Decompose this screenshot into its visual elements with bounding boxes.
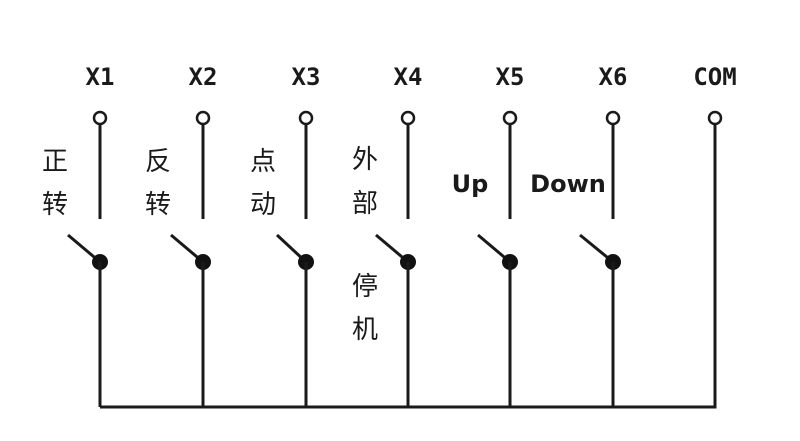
terminal-label-x3: X3	[292, 63, 321, 91]
x4-function-label-line1: 外	[352, 145, 378, 175]
terminal-x3-icon	[298, 110, 314, 126]
x5-function-label: Up	[452, 170, 489, 198]
terminal-label-x2: X2	[189, 63, 218, 91]
x1-function-label-line1: 正	[42, 147, 68, 177]
terminal-label-x1: X1	[86, 63, 115, 91]
x3-function-label-line1: 点	[250, 147, 276, 177]
terminal-x1-group: X1 正 转	[42, 63, 114, 407]
terminal-x5-icon	[502, 110, 518, 126]
terminal-x2-group: X2 反 转	[145, 63, 217, 407]
terminal-x1-icon	[92, 110, 108, 126]
terminal-x3-group: X3 点 动	[250, 63, 320, 407]
terminal-label-x5: X5	[496, 63, 525, 91]
terminal-com-icon	[707, 110, 723, 126]
terminal-com-group: COM	[693, 63, 737, 126]
x1-function-label-line2: 转	[42, 190, 68, 220]
x2-function-label-line2: 转	[145, 190, 171, 220]
x4-function-label-below-line2: 机	[352, 315, 378, 345]
terminal-label-x6: X6	[599, 63, 628, 91]
x3-function-label-line2: 动	[250, 190, 276, 220]
terminal-x5-group: X5 Up	[452, 63, 525, 407]
terminal-x6-group: X6 Down	[530, 63, 627, 407]
terminal-x6-icon	[605, 110, 621, 126]
x6-function-label: Down	[530, 170, 606, 198]
terminal-x4-icon	[400, 110, 416, 126]
x4-function-label-below-line1: 停	[352, 272, 378, 302]
terminal-label-com: COM	[693, 63, 736, 91]
x4-function-label-line2: 部	[352, 189, 378, 219]
terminal-x2-icon	[195, 110, 211, 126]
x2-function-label-line1: 反	[145, 147, 171, 177]
terminal-label-x4: X4	[394, 63, 423, 91]
terminal-x4-group: X4 外 部 停 机	[352, 63, 422, 407]
